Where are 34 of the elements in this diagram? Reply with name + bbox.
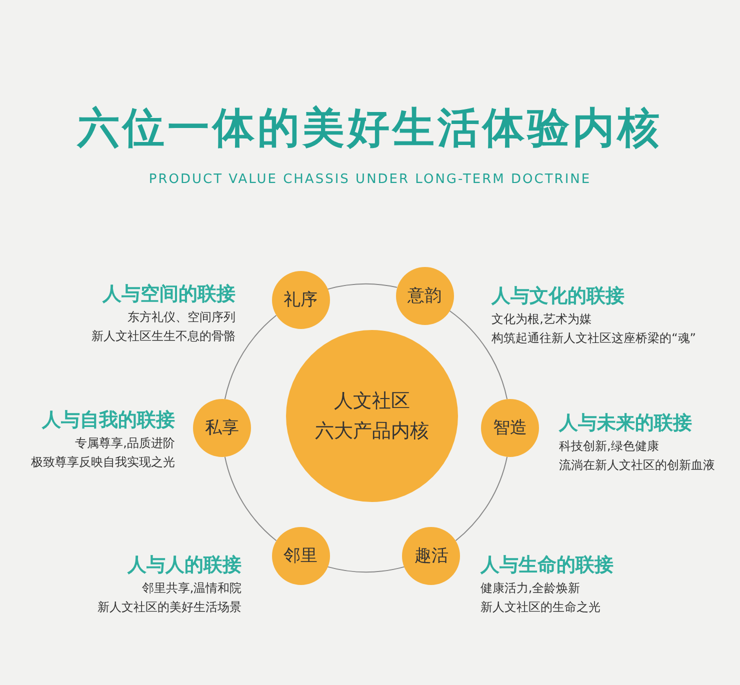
theme-description: 新人文社区的生命之光 xyxy=(480,599,600,616)
circle-text: 六大产品内核 xyxy=(315,419,429,444)
theme-description: 邻里共享,温情和院 xyxy=(142,580,242,598)
theme-description: 文化为根,艺术为媒 xyxy=(492,311,592,328)
circle-text: 私享 xyxy=(205,418,239,438)
ring-arc xyxy=(455,456,508,542)
theme-heading: 人与未来的联接 xyxy=(559,411,692,436)
theme-description: 科技创新,绿色健康 xyxy=(559,438,659,455)
theme-description: 流淌在新人文社区的创新血液 xyxy=(559,457,715,474)
theme-heading: 人与生命的联接 xyxy=(480,553,614,578)
ring-arc xyxy=(224,456,277,542)
theme-description: 健康活力,全龄焕新 xyxy=(480,580,580,598)
theme-description: 专属尊享,品质进阶 xyxy=(75,435,175,452)
circle-text: 邻里 xyxy=(284,546,318,566)
theme-heading: 人与人的联接 xyxy=(128,553,242,578)
theme-description: 新人文社区的美好生活场景 xyxy=(98,599,242,616)
ring-arc xyxy=(449,310,508,400)
theme-description: 东方礼仪、空间序列 xyxy=(128,308,236,326)
theme-description: 极致尊享反映自我实现之光 xyxy=(31,454,175,471)
circle-text: 人文社区 xyxy=(334,389,410,414)
ring-arc xyxy=(224,314,277,400)
title: 六位一体的美好生活体验内核 xyxy=(76,102,664,154)
theme-heading: 人与自我的联接 xyxy=(42,408,175,433)
circle-text: 意韵 xyxy=(408,286,442,306)
subtitle: PRODUCT VALUE CHASSIS UNDER LONG-TERM DOCTRINE xyxy=(148,172,592,187)
circle-text: 礼序 xyxy=(284,290,318,310)
theme-heading: 人与空间的联接 xyxy=(102,282,236,307)
theme-description: 构筑起通往新人文社区这座桥梁的“魂” xyxy=(492,330,696,348)
theme-description: 新人文社区生生不息的骨骼 xyxy=(92,328,236,345)
circle-text: 趣活 xyxy=(414,546,448,566)
ring-arc xyxy=(327,284,398,290)
ring-arc xyxy=(327,566,405,572)
theme-heading: 人与文化的联接 xyxy=(492,284,625,310)
circle-text: 智造 xyxy=(493,418,527,438)
